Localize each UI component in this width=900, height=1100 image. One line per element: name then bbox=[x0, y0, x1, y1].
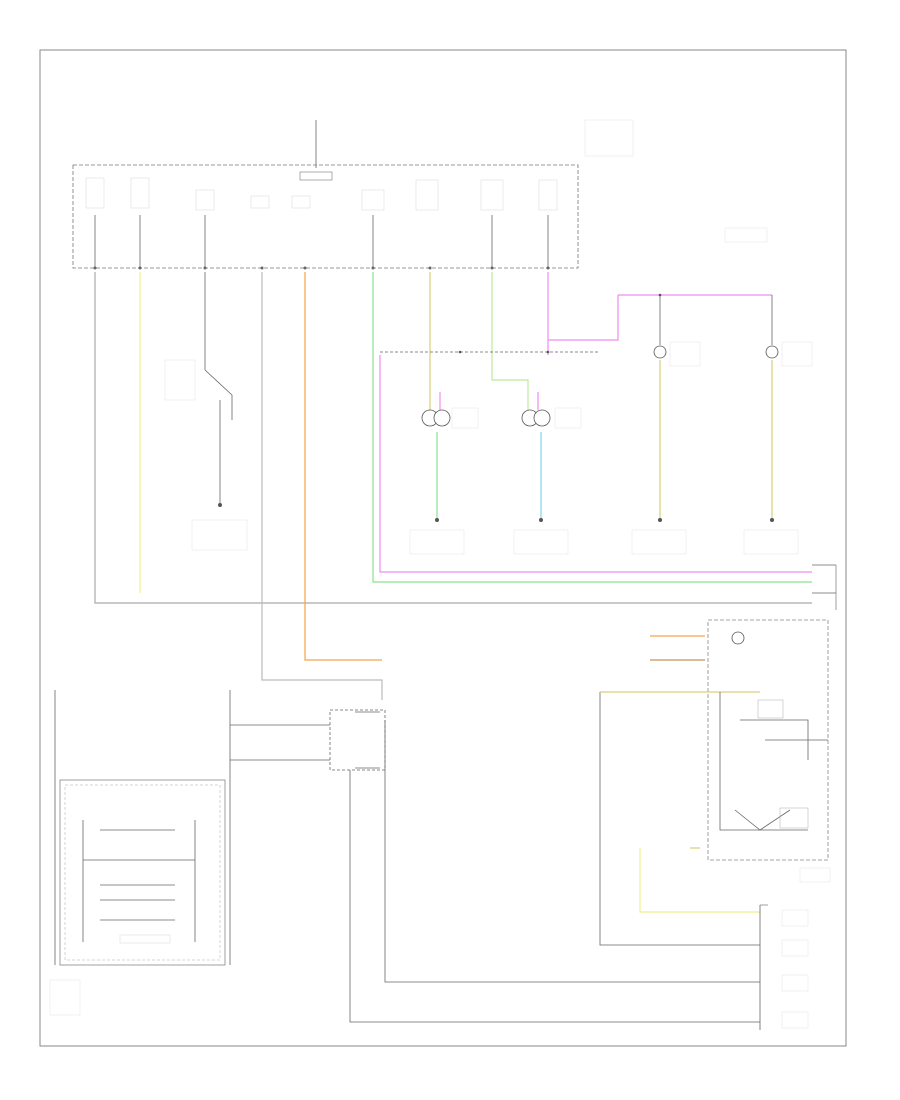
wire-gray-left bbox=[94, 272, 812, 604]
wire-gray-mid bbox=[261, 272, 383, 700]
wires bbox=[94, 272, 812, 700]
wire-orange bbox=[304, 272, 382, 661]
lower-wires bbox=[349, 720, 761, 1030]
control-module bbox=[72, 119, 768, 270]
wire-pink-bottom bbox=[379, 355, 812, 573]
lamp-left-rear bbox=[653, 341, 701, 367]
diagram-frame bbox=[39, 49, 847, 1047]
lamps bbox=[409, 341, 813, 555]
flasher-relay bbox=[230, 709, 386, 771]
wire-green bbox=[372, 272, 812, 583]
headlamp-switch bbox=[599, 619, 831, 946]
module-fuse bbox=[299, 171, 333, 181]
lamp-left-front bbox=[521, 407, 582, 429]
hazard-switch bbox=[164, 272, 248, 551]
turn-signal-switch bbox=[49, 690, 231, 1016]
module-box bbox=[72, 164, 579, 269]
wire-lightgreen bbox=[491, 272, 529, 410]
lamp-right-front bbox=[421, 407, 479, 429]
right-connectors bbox=[812, 564, 837, 610]
cluster-connectors bbox=[760, 904, 809, 1029]
wire-pink-branch bbox=[548, 295, 619, 341]
lamp-right-rear bbox=[765, 341, 813, 367]
